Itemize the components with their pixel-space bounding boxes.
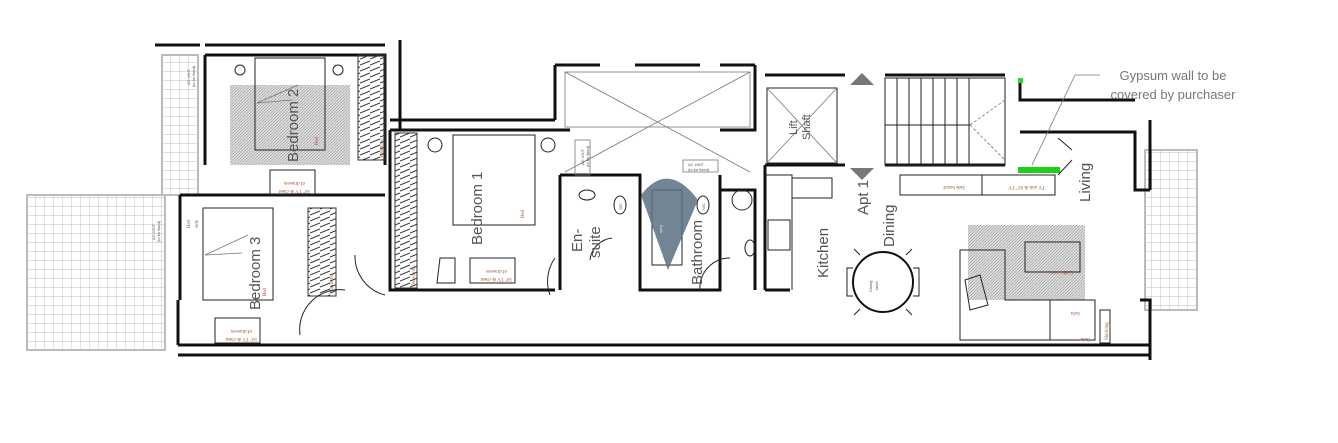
bedroom-1 [354, 132, 556, 296]
label-tv-chest: of drawers [486, 268, 507, 273]
label-lift: Lift [788, 120, 800, 135]
label-kitchen: Kitchen [815, 228, 832, 278]
annotation-gypsum-line-2: covered by purchaser [1110, 87, 1236, 102]
gypsum-wall-highlight [1018, 167, 1060, 173]
label-ac-unit: AC UNIT [580, 148, 585, 165]
label-bed: Bed [315, 136, 320, 145]
label-ac-unit-note: (to be fixed) [191, 65, 196, 87]
label-bath: Bath [659, 225, 664, 233]
label-bedroom-1: Bedroom 1 [469, 172, 486, 245]
label-ensuite-2: suite [587, 226, 604, 258]
label-bed: Bed [263, 287, 268, 296]
staircase [884, 77, 1006, 166]
balcony-left [26, 54, 199, 351]
label-ac-unit: AC UNIT [688, 162, 705, 167]
dining-table [846, 248, 920, 316]
label-wc: WC [618, 203, 623, 210]
label-bedroom-3: Bedroom 3 [247, 237, 264, 310]
label-shelving: Shelving [1105, 322, 1110, 340]
label-sofa: Sofa [1070, 310, 1080, 315]
void [564, 71, 751, 176]
label-ac-unit-note: (to be fixed) [688, 167, 710, 172]
label-bedroom-2: Bedroom 2 [285, 89, 302, 162]
label-living: Living [1077, 163, 1094, 202]
label-ac-unit: AC UNIT [151, 223, 156, 240]
living-room [899, 74, 1111, 344]
label-bed-side: side [195, 219, 200, 228]
label-ac-unit-note: (to be fixed) [585, 145, 590, 167]
label-shaft: Shaft [801, 114, 813, 140]
label-wc: WC [701, 203, 706, 210]
walls [155, 40, 1152, 360]
location-marker-icon [641, 178, 698, 270]
bedroom-2 [230, 54, 386, 196]
balcony-right [1144, 149, 1198, 311]
label-bathroom: Bathroom [689, 220, 706, 285]
label-ac-unit-note: (to be fixed) [156, 220, 161, 242]
label-tv-unit: TV unit & 65" TV [1008, 184, 1045, 189]
label-bed: Bed [521, 209, 526, 218]
label-dining-table: table [874, 281, 879, 290]
label-bed-side: Bed [187, 219, 192, 228]
label-coffee-table: Coffee table [1048, 269, 1073, 274]
label-wardrobe: Wardrobe [330, 274, 335, 294]
label-tv-chest: of drawers [231, 328, 252, 333]
label-tv-chest: of drawers [284, 180, 305, 185]
bedroom-3 [202, 207, 346, 344]
label-wardrobe: Wardrobe [380, 138, 385, 158]
lift-shaft [766, 73, 874, 180]
kitchen [765, 174, 833, 290]
label-tv-chest: 50" TV & chest [225, 336, 257, 341]
label-dining-table: Dining [868, 281, 873, 292]
label-dining: Dining [881, 204, 898, 247]
annotation-gypsum-line-1: Gypsum wall to be [1120, 68, 1227, 83]
label-wardrobe: Wardrobe [412, 265, 417, 285]
label-tv-chest: 50" TV & chest [278, 188, 310, 193]
bathrooms [578, 178, 756, 291]
label-ac-unit: AC UNIT [186, 68, 191, 85]
label-apt: Apt 1 [855, 180, 872, 215]
label-ensuite-1: En- [569, 229, 586, 252]
label-tv-chest: 50" TV & chest [480, 276, 512, 281]
label-side-board: Side board [943, 184, 965, 189]
label-sofa: Sofa [1080, 336, 1090, 341]
